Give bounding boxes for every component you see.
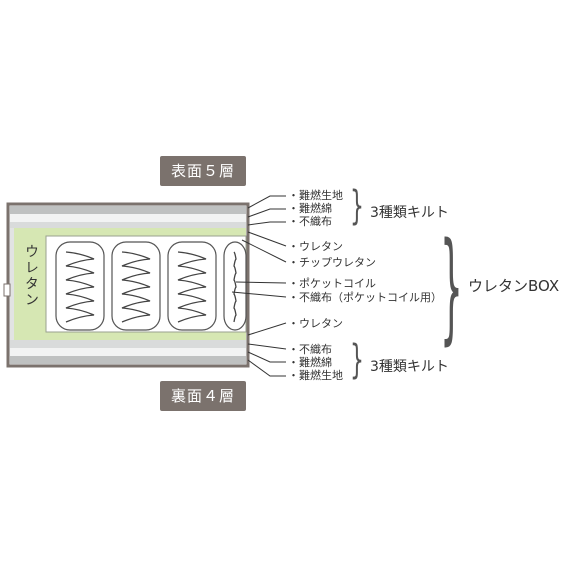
top-fabric-layer [10, 206, 246, 214]
bottom-surface-badge: 裏面４層 [160, 381, 246, 411]
coil-spring [121, 251, 151, 323]
label-top-flame-cotton: ・難燃綿 [288, 202, 332, 215]
coil-spring [65, 251, 95, 323]
top-brace: } [350, 183, 364, 229]
coil-spring [177, 251, 207, 323]
coil-spring [233, 251, 237, 323]
label-box-pocket-coil: ・ポケットコイル [288, 277, 376, 290]
label-box-chip-urethane: ・チップウレタン [288, 256, 376, 269]
label-top-flame-fabric: ・難燃生地 [288, 189, 343, 202]
side-tab [3, 283, 11, 297]
top-nonwoven-layer [10, 222, 246, 228]
box-brace: } [440, 218, 463, 357]
pocket-coil-sleeve [223, 241, 247, 331]
leader-lines [231, 195, 287, 377]
label-bottom-flame-fabric: ・難燃生地 [288, 369, 343, 382]
urethane-box-group-label: ウレタンBOX [468, 277, 560, 295]
pocket-coils [55, 241, 247, 331]
label-box-urethane-top: ・ウレタン [288, 240, 343, 253]
label-top-nonwoven: ・不織布 [288, 215, 332, 228]
bottom-quilt-group-label: 3種類キルト [370, 359, 449, 375]
label-box-pocket-nonwoven: ・不織布（ポケットコイル用） [288, 291, 442, 304]
bottom-cotton-layer [10, 348, 246, 356]
label-bottom-flame-cotton: ・難燃綿 [288, 356, 332, 369]
side-urethane-label: ウレタン [23, 244, 39, 308]
top-cotton-layer [10, 214, 246, 222]
top-quilt-group-label: 3種類キルト [370, 205, 449, 221]
label-bottom-nonwoven: ・不織布 [288, 343, 332, 356]
top-surface-badge: 表面５層 [160, 156, 246, 186]
bottom-nonwoven-layer [10, 340, 246, 348]
bottom-fabric-layer [10, 356, 246, 364]
bottom-brace: } [350, 337, 364, 383]
label-box-urethane-bottom: ・ウレタン [288, 317, 343, 330]
